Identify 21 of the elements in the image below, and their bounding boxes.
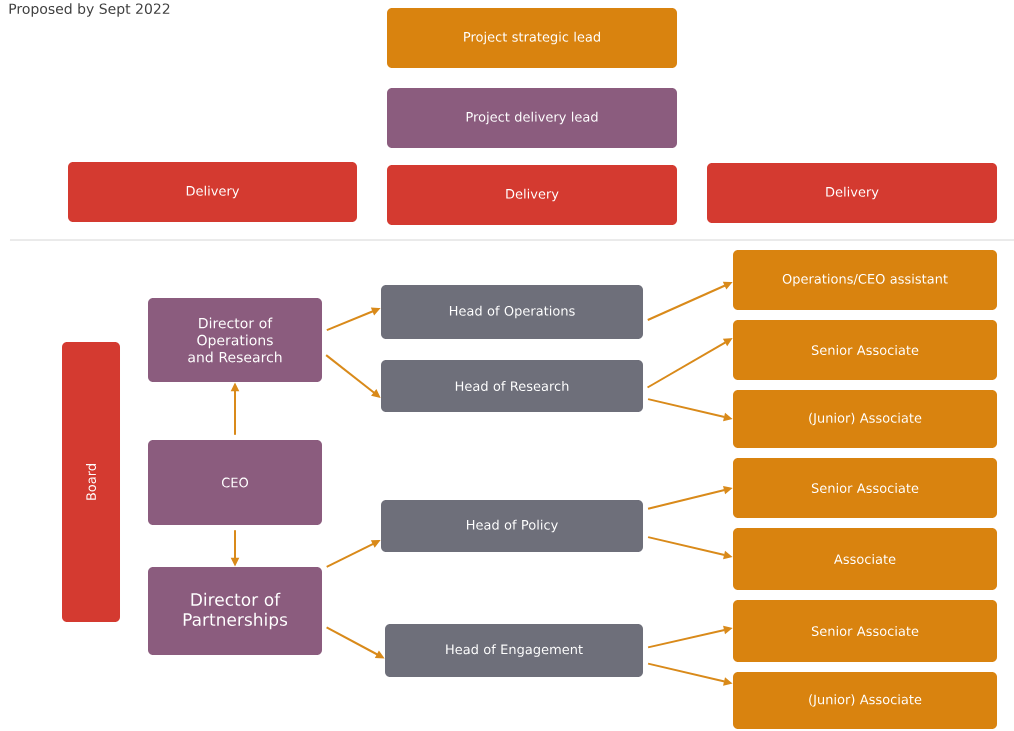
role-box: Associate	[733, 528, 997, 590]
role-box: Head of Policy	[381, 500, 643, 552]
role-box: (Junior) Associate	[733, 672, 997, 729]
team-box: Delivery	[707, 163, 997, 223]
note-text: Proposed by Sept 2022	[9, 3, 170, 17]
role-box: Head of Operations	[381, 285, 643, 339]
role-box: (Junior) Associate	[733, 390, 997, 448]
team-box: Delivery	[387, 165, 677, 225]
role-box: Senior Associate	[733, 320, 997, 380]
team-box: Delivery	[68, 162, 357, 222]
role-box: Director of Partnerships	[148, 567, 322, 655]
role-box: Senior Associate	[733, 458, 997, 518]
role-box: CEO	[148, 440, 322, 525]
role-box: Project delivery lead	[387, 88, 677, 148]
role-box: Operations/CEO assistant	[733, 250, 997, 310]
role-box: Head of Engagement	[385, 624, 643, 677]
role-box: Senior Associate	[733, 600, 997, 662]
role-box: Director of Operations and Research	[148, 298, 322, 382]
role-box: Head of Research	[381, 360, 643, 412]
board-box: Board	[62, 342, 120, 622]
role-box: Project strategic lead	[387, 8, 677, 68]
